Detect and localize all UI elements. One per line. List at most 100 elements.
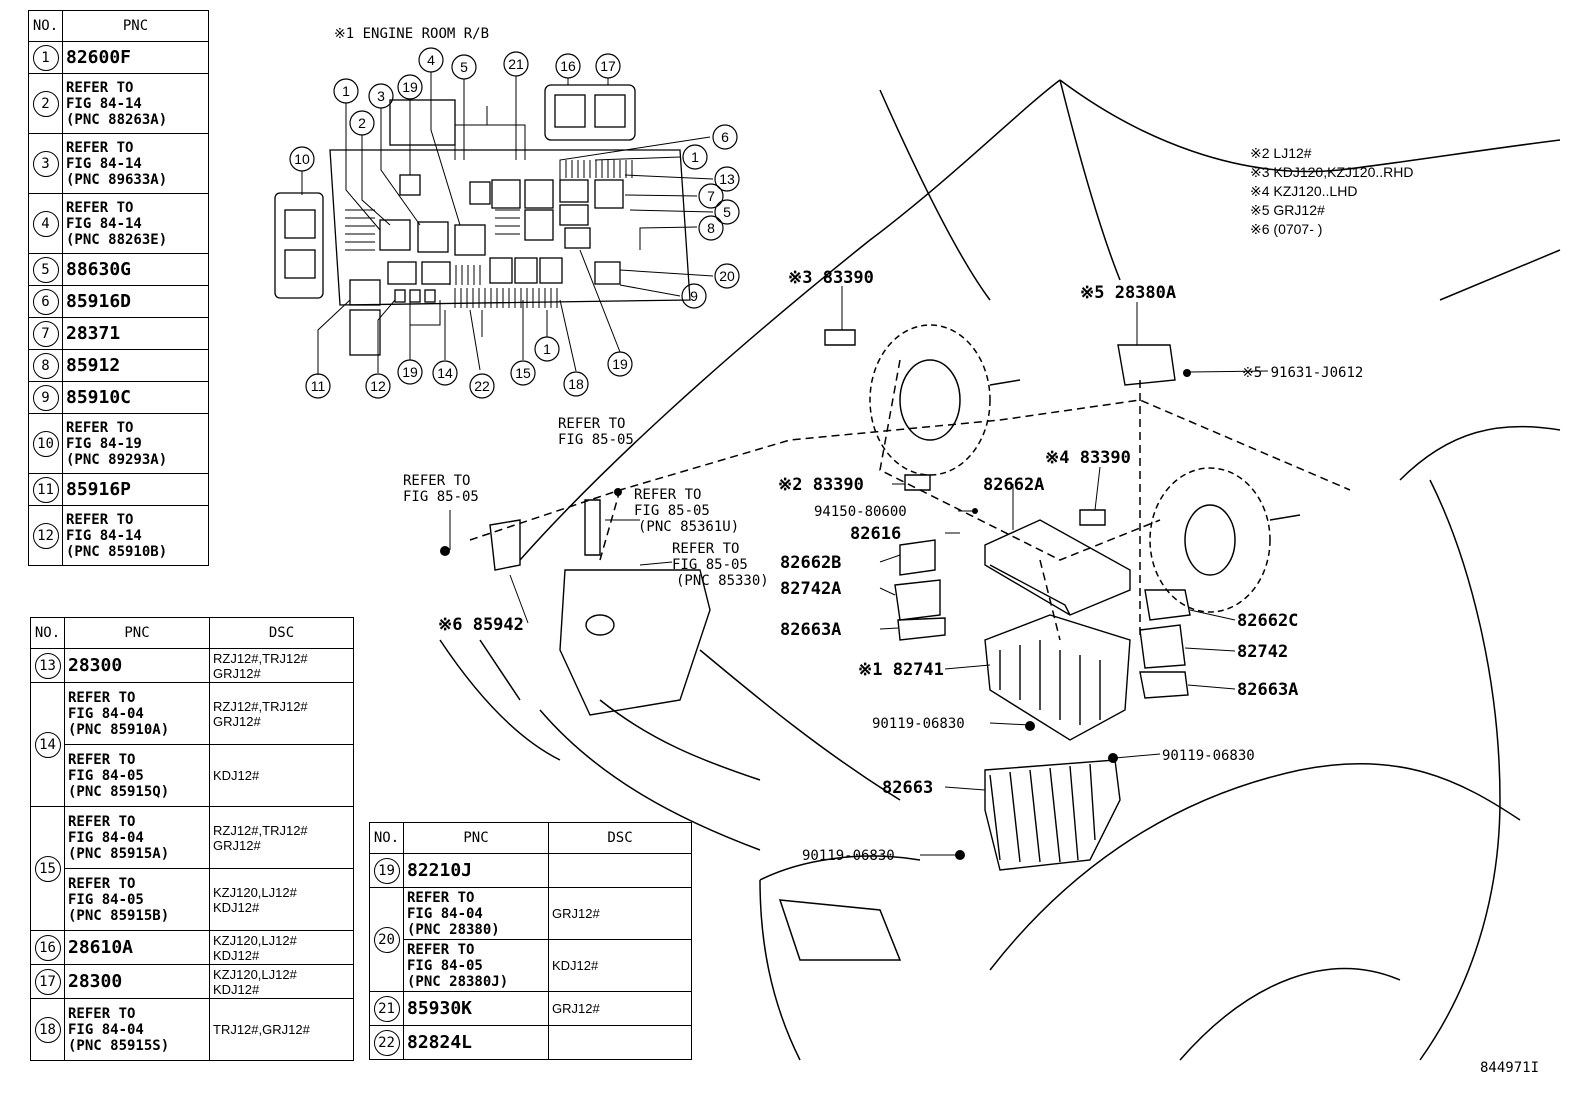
refer-label-line: FIG 85-05 <box>558 432 634 448</box>
bolt-icon <box>955 850 965 860</box>
item-number: 16 <box>34 934 61 961</box>
callout-number: 16 <box>560 58 576 74</box>
cell-pnc: 85930K <box>403 991 549 1026</box>
callout-circle <box>714 199 740 225</box>
note: ※4 KZJ120..LHD <box>1250 183 1357 199</box>
item-number: 11 <box>32 476 59 503</box>
callout-number: 4 <box>427 52 435 68</box>
item-number: 2 <box>32 90 59 117</box>
cell-pnc: REFER TO FIG 84-14 (PNC 88263E) <box>62 193 209 254</box>
label-leaders <box>449 286 1269 856</box>
bolt-icon <box>440 546 450 556</box>
item-number: 1 <box>32 44 59 71</box>
callout-number: 3 <box>377 88 385 104</box>
callout-number: 5 <box>460 59 468 75</box>
cell-pnc: 85910C <box>62 381 209 414</box>
bolt-icon <box>1025 721 1035 731</box>
refer-label-line: REFER TO <box>672 541 739 557</box>
cell-pnc: REFER TO FIG 84-14 (PNC 89633A) <box>62 133 209 194</box>
callout-number: 5 <box>723 204 731 220</box>
callout-circle <box>681 283 707 309</box>
callout-number: 13 <box>719 171 735 187</box>
part-label: ※5 91631-J0612 <box>1242 365 1363 381</box>
refer-label-line: FIG 85-05 <box>403 489 479 505</box>
item-number: 3 <box>32 150 59 177</box>
bolt-icon <box>972 508 978 514</box>
item-number: 14 <box>34 731 61 758</box>
part-label: 90119-06830 <box>1162 748 1255 764</box>
part-label: ※4 83390 <box>1045 448 1131 468</box>
cell-no: 20 <box>369 887 404 992</box>
part-label: 82742A <box>780 579 841 599</box>
bolt-icon <box>1108 753 1118 763</box>
item-number: 6 <box>32 288 59 315</box>
cell-pnc: REFER TO FIG 84-19 (PNC 89293A) <box>62 413 209 474</box>
callout-number: 11 <box>311 378 326 394</box>
callout-circle <box>698 215 724 241</box>
cell-pnc: REFER TO FIG 84-14 (PNC 88263A) <box>62 73 209 134</box>
part-label: 82663A <box>780 620 841 640</box>
fuse-box-parts <box>489 329 1191 871</box>
cell-no: 4 <box>28 193 63 254</box>
part-label: 82663 <box>882 778 933 798</box>
cell-pnc: REFER TO FIG 84-05 (PNC 85915B) <box>64 868 210 931</box>
part-label: 82662C <box>1237 611 1298 631</box>
header-no: NO. <box>28 10 63 42</box>
cell-no: 22 <box>369 1025 404 1060</box>
callout-circle <box>510 360 536 386</box>
callout-circle <box>714 263 740 289</box>
cell-pnc: 85912 <box>62 349 209 382</box>
callout-circle <box>469 373 495 399</box>
part-label: 90119-06830 <box>802 848 895 864</box>
table-row: REFER TO FIG 84-05 (PNC 85915B)KZJ120,LJ… <box>31 868 354 931</box>
item-number: 8 <box>32 352 59 379</box>
item-number: 15 <box>34 855 61 882</box>
cell-no: 15 <box>30 806 65 931</box>
callout-number: 19 <box>402 79 418 95</box>
callout-circle <box>682 144 708 170</box>
callout-circle <box>563 371 589 397</box>
cell-no: 5 <box>28 253 63 286</box>
cell-dsc: RZJ12#,TRJ12# GRJ12# <box>209 682 354 745</box>
engine-room-title: ※1 ENGINE ROOM R/B <box>334 26 489 42</box>
engine-room-relay-block <box>274 84 691 356</box>
cell-pnc: REFER TO FIG 84-14 (PNC 85910B) <box>62 505 209 566</box>
callout-number: 18 <box>568 376 584 392</box>
vehicle-body-outline <box>439 79 1561 1061</box>
part-labels: ※3 83390 ※5 28380A ※5 91631-J0612 ※4 833… <box>438 268 1363 864</box>
figure-id: 844971I <box>1480 1060 1539 1076</box>
part-label: 82662B <box>780 553 841 573</box>
part-label: 94150-80600 <box>814 504 907 520</box>
refer-label-line: REFER TO <box>403 473 470 489</box>
note: ※5 GRJ12# <box>1250 202 1325 218</box>
refer-label-line: FIG 85-05 <box>672 557 748 573</box>
cell-dsc: GRJ12# <box>548 887 692 940</box>
note: ※2 LJ12# <box>1250 145 1312 161</box>
callout-circle <box>712 124 738 150</box>
cell-no: 14 <box>30 682 65 807</box>
cell-pnc: 28300 <box>64 648 210 683</box>
callout-number: 1 <box>543 341 551 357</box>
callout-circle <box>714 166 740 192</box>
cell-pnc: REFER TO FIG 84-04 (PNC 28380) <box>403 887 549 940</box>
callout-number: 9 <box>690 288 698 304</box>
cell-no: 10 <box>28 413 63 474</box>
cell-pnc: 82210J <box>403 853 549 888</box>
item-number: 18 <box>34 1016 61 1043</box>
callout-number: 12 <box>370 378 386 394</box>
callout-number: 17 <box>600 58 616 74</box>
item-number: 22 <box>373 1029 400 1056</box>
notes: ※2 LJ12# ※3 KDJ120,KZJ120..RHD ※4 KZJ120… <box>1250 145 1413 237</box>
